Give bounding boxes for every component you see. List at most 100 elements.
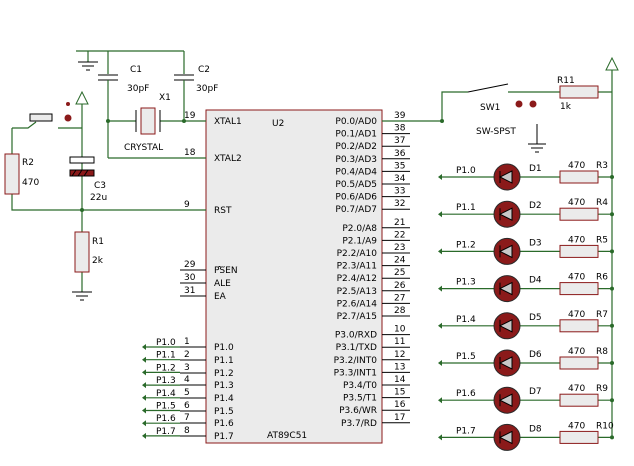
led-ref: D7 — [529, 387, 542, 397]
pin-5[interactable]: 5P1.4 — [180, 388, 234, 404]
pin-8[interactable]: 8P1.7 — [180, 426, 234, 442]
net-label: P1.0 — [156, 338, 176, 348]
pin-7[interactable]: 7P1.6 — [180, 413, 234, 429]
led-D2[interactable] — [493, 200, 521, 228]
capacitor-c2[interactable]: C2 30pF — [174, 65, 218, 121]
crystal-x1[interactable]: X1 CRYSTAL — [108, 93, 206, 153]
resistor-value: 470 — [568, 421, 585, 431]
pin-number: 13 — [394, 362, 405, 372]
led-D5[interactable] — [493, 312, 521, 340]
resistor-r11[interactable]: R11 1k — [557, 76, 599, 112]
resistor-R7[interactable] — [559, 319, 599, 333]
pin-number: 32 — [394, 199, 405, 209]
pin-3[interactable]: 3P1.2 — [180, 363, 234, 379]
resistor-ref: R10 — [596, 421, 614, 431]
pin-number: 3 — [184, 363, 190, 373]
pin-name: P1.0 — [214, 343, 234, 353]
sw1-value: SW-SPST — [476, 127, 516, 137]
led-D6[interactable] — [493, 349, 521, 377]
pin-name: P3.5/T1 — [343, 394, 377, 404]
r2-value: 470 — [22, 178, 39, 188]
switch-sw1[interactable]: SW1 SW-SPST — [467, 83, 546, 153]
resistor-R4[interactable] — [559, 207, 599, 221]
pin-number: 8 — [184, 426, 190, 436]
led-D8[interactable] — [493, 423, 521, 451]
pin-name: P0.7/AD7 — [335, 205, 377, 215]
pin-6[interactable]: 6P1.5 — [180, 401, 234, 417]
pin-name: P3.1/TXD — [336, 343, 377, 353]
pin-name: EA — [214, 292, 227, 302]
resistor-ref: R7 — [596, 310, 608, 320]
resistor-R5[interactable] — [559, 244, 599, 258]
net-label: P1.7 — [456, 426, 476, 436]
resistor-r2[interactable]: R2 470 — [4, 128, 206, 211]
x1-ref: X1 — [159, 93, 171, 103]
net-label: P1.2 — [156, 363, 176, 373]
port-label-1: P1.1 — [142, 351, 180, 363]
pin-name: P3.0/RXD — [335, 331, 377, 341]
pin-1[interactable]: 1P1.0 — [180, 337, 234, 353]
resistor-r1[interactable]: R1 2k — [74, 210, 104, 292]
led-D7[interactable] — [493, 386, 521, 414]
chip-u2[interactable]: U2 AT89C51 — [205, 109, 383, 444]
resistor-R10[interactable] — [559, 430, 599, 444]
resistor-value: 470 — [568, 384, 585, 394]
net-label: P1.2 — [456, 240, 476, 250]
pin-4[interactable]: 4P1.3 — [180, 375, 234, 391]
resistor-R3[interactable] — [559, 170, 599, 184]
pin-2[interactable]: 2P1.1 — [180, 350, 234, 366]
pin-name: P0.2/AD2 — [335, 142, 377, 152]
capacitor-c3[interactable]: C3 22u — [69, 156, 107, 203]
pin-number: 38 — [394, 124, 406, 134]
pin-number: 22 — [394, 230, 405, 240]
resistor-R6[interactable] — [559, 282, 599, 296]
reset-button[interactable] — [12, 102, 82, 129]
pin-number: 26 — [394, 281, 406, 291]
pin-number: 23 — [394, 243, 405, 253]
pin-name: P1.2 — [214, 369, 234, 379]
pin-name: P0.5/AD5 — [335, 180, 377, 190]
led-D1[interactable] — [493, 163, 521, 191]
pin-number: 35 — [394, 161, 405, 171]
led-D4[interactable] — [493, 275, 521, 303]
resistor-R9[interactable] — [559, 393, 599, 407]
pin-name: P0.1/AD1 — [335, 130, 377, 140]
led-D3[interactable] — [493, 237, 521, 265]
resistor-R8[interactable] — [559, 356, 599, 370]
